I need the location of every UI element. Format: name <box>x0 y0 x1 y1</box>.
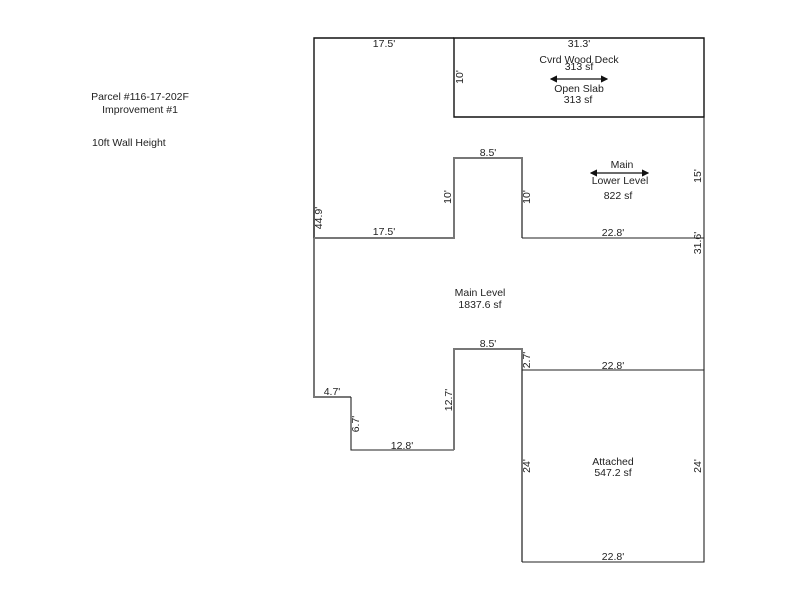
garage-name: Attached <box>592 456 634 468</box>
slab-area: 313 sf <box>564 94 593 106</box>
garage-outline <box>522 369 705 563</box>
dim-mid-right: 22.8' <box>602 227 624 239</box>
dim-left-overall: 44.9' <box>313 207 325 229</box>
garage-area: 547.2 sf <box>594 467 631 479</box>
step-wall <box>350 397 454 451</box>
dim-garage-top: 22.8' <box>602 360 624 372</box>
dim-deck-left: 10' <box>454 70 466 84</box>
dim-bump-left-upper: 10' <box>442 190 454 204</box>
wall-height-label: 10ft Wall Height <box>92 137 166 149</box>
dim-mid-left: 17.5' <box>373 226 395 238</box>
dim-bottom-left: 12.8' <box>391 440 413 452</box>
main-level-lower-wall <box>313 238 351 398</box>
deck-name: Cvrd Wood Deck <box>539 54 619 66</box>
dim-garage-left: 24' <box>521 459 533 473</box>
deck-area: 313 sf <box>565 61 594 73</box>
improvement-label: Improvement #1 <box>102 104 178 116</box>
main-level-area: 1837.6 sf <box>458 299 501 311</box>
upper-left-wall <box>313 37 454 238</box>
parcel-info: Parcel #116-17-202F Improvement #1 <box>80 91 200 117</box>
dim-bump-top-lower: 8.5' <box>480 338 497 350</box>
dim-bump-left-lower: 12.7' <box>443 389 455 411</box>
lower-level-name-1: Main <box>611 159 634 171</box>
dim-bump-right-upper: 10' <box>521 190 533 204</box>
dim-step-top: 4.7' <box>324 386 341 398</box>
dim-right-overall: 31.6' <box>692 232 704 254</box>
lower-bump-wall <box>453 348 523 562</box>
dim-top-deck: 31.3' <box>568 38 590 50</box>
lower-level-name-2: Lower Level <box>592 175 649 187</box>
dim-step-side: 6.7' <box>350 416 362 433</box>
dim-bump-top-upper: 8.5' <box>480 147 497 159</box>
dim-notch-right: 2.7' <box>521 352 533 369</box>
upper-bump-wall <box>314 157 523 239</box>
dim-garage-right: 24' <box>692 459 704 473</box>
dim-top-left: 17.5' <box>373 38 395 50</box>
parcel-number: Parcel #116-17-202F <box>91 91 189 103</box>
main-level-name: Main Level <box>455 287 506 299</box>
dim-lower-right: 15' <box>692 169 704 183</box>
slab-name: Open Slab <box>554 83 604 95</box>
lower-level-area: 822 sf <box>604 190 633 202</box>
dim-garage-bottom: 22.8' <box>602 551 624 563</box>
